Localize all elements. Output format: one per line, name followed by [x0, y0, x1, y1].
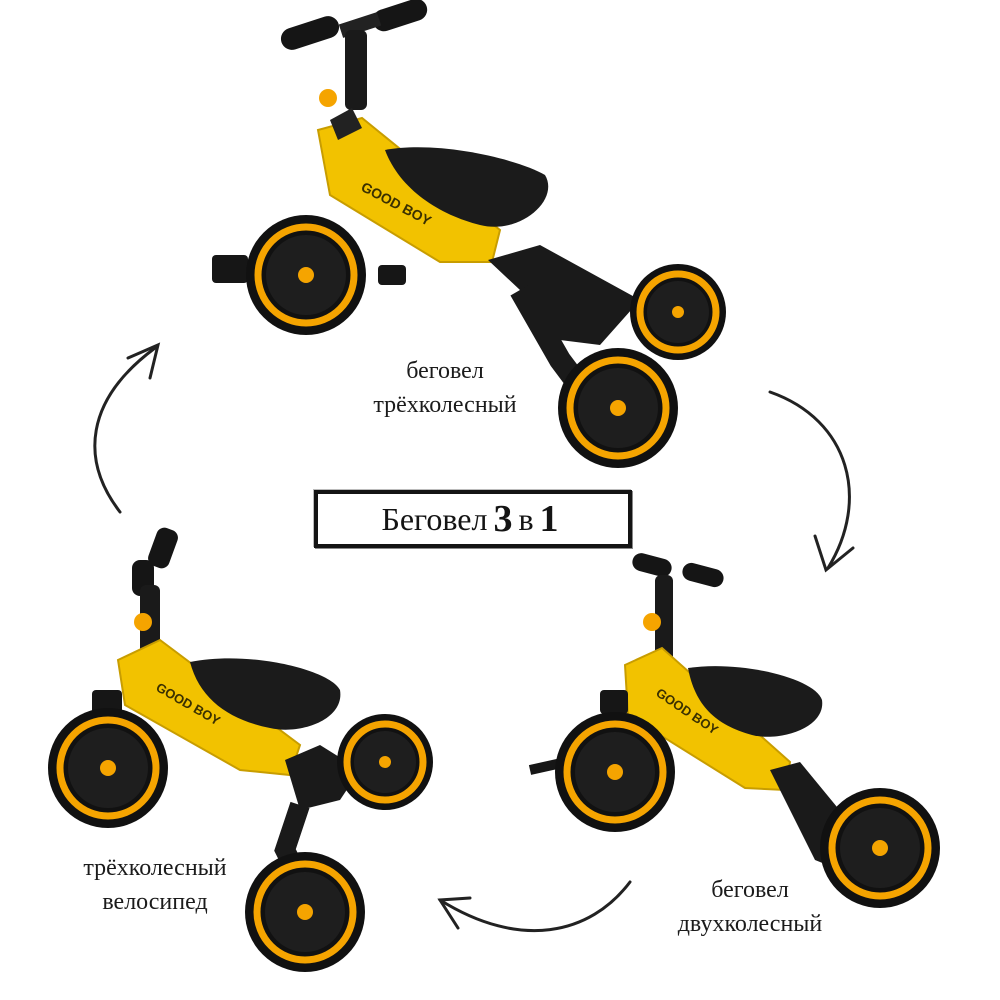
curved-arrow-icon — [437, 880, 632, 933]
caption-balance-tricycle: беговел трёхколесный — [330, 354, 560, 422]
handlebar — [632, 553, 724, 665]
clamp-knob-icon — [319, 89, 337, 107]
curved-arrow-icon — [768, 390, 855, 573]
title-number-b: 1 — [539, 498, 559, 540]
caption-line: двухколесный — [677, 911, 823, 937]
bike-top: GOOD BOY — [212, 0, 726, 468]
rear-wheel-icon — [337, 714, 433, 810]
rear-wheel-icon — [630, 264, 726, 360]
caption-line: беговел — [406, 358, 484, 384]
bike-bottom-right: GOOD BOY — [528, 553, 940, 908]
caption-balance-two-wheel: беговел двухколесный — [640, 873, 860, 941]
handlebar — [280, 0, 428, 110]
title-box: Беговел 3 в 1 — [314, 490, 632, 548]
title-prefix: Беговел — [381, 500, 488, 537]
bike-bottom-left: GOOD BOY — [48, 527, 433, 972]
front-wheel-icon — [555, 712, 675, 832]
curved-arrow-icon — [93, 342, 161, 514]
caption-line: трёхколесный — [83, 855, 227, 881]
rear-wheel-icon — [558, 348, 678, 468]
title-middle: в — [518, 500, 534, 537]
clamp-knob-icon — [643, 613, 661, 631]
caption-line: велосипед — [102, 889, 208, 915]
caption-tricycle: трёхколесный велосипед — [45, 851, 265, 919]
front-wheel-icon — [48, 708, 168, 828]
front-wheel-icon — [246, 215, 366, 335]
handlebar — [132, 527, 178, 655]
caption-line: трёхколесный — [373, 392, 517, 418]
clamp-knob-icon — [134, 613, 152, 631]
caption-line: беговел — [711, 877, 789, 903]
title-number-a: 3 — [493, 498, 513, 540]
